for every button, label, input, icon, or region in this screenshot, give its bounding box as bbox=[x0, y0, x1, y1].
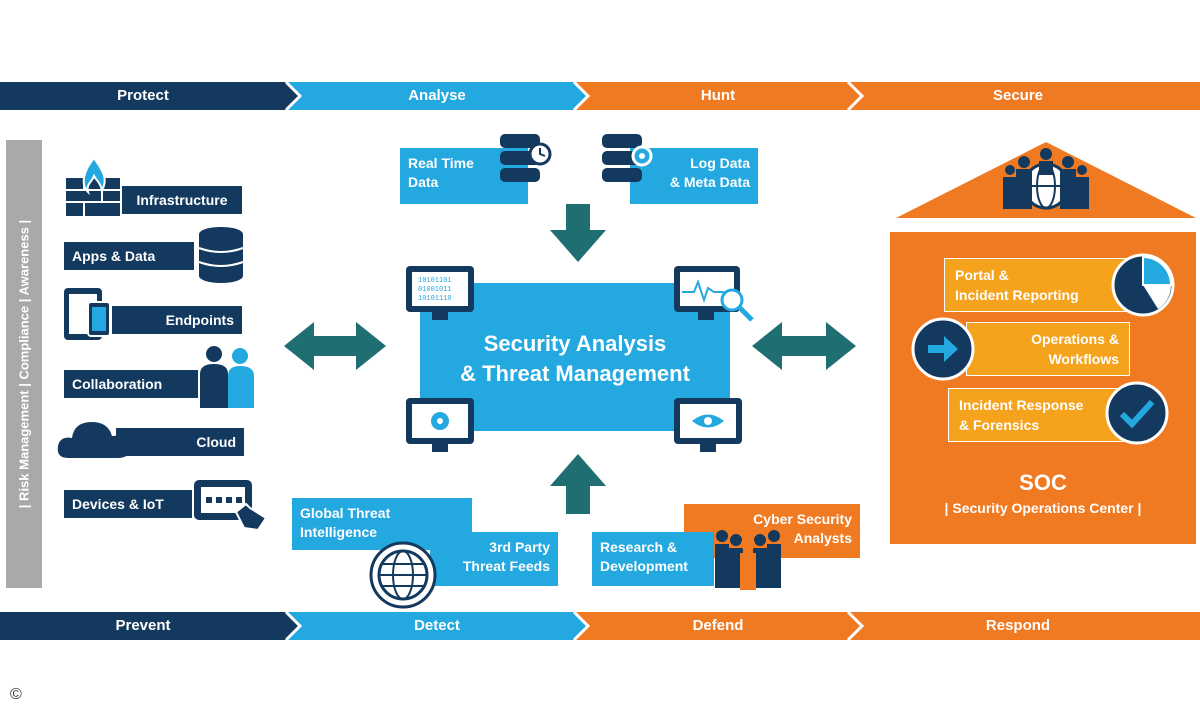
database-icon bbox=[198, 227, 244, 283]
soc-subtitle: | Security Operations Center | bbox=[944, 500, 1142, 516]
globe-icon bbox=[369, 541, 437, 609]
log-data-line-2: & Meta Data bbox=[669, 174, 750, 190]
chevron-prevent bbox=[0, 612, 300, 640]
bar-analyse: Analyse bbox=[408, 87, 466, 104]
cyber-analysts-line-2: Analysts bbox=[793, 530, 852, 546]
checkmark-circle-icon bbox=[1105, 381, 1169, 445]
bar-secure: Secure bbox=[992, 87, 1044, 104]
bar-protect: Protect bbox=[117, 87, 169, 104]
third-party-line-1: 3rd Party bbox=[489, 539, 550, 555]
bar-hunt: Hunt bbox=[700, 87, 736, 104]
svg-text:01001011: 01001011 bbox=[418, 286, 452, 294]
arrow-right-circle-icon bbox=[911, 317, 975, 381]
pie-chart-icon bbox=[1111, 253, 1175, 317]
copyright-symbol: © bbox=[10, 686, 22, 703]
analysts-group-icon bbox=[715, 530, 781, 590]
item-cloud: Cloud bbox=[116, 428, 244, 456]
soc-incident-response: Incident Response & Forensics bbox=[948, 388, 1124, 442]
cloud-icon bbox=[57, 422, 130, 458]
chevron-secure bbox=[848, 82, 1200, 110]
bar-respond: Respond bbox=[985, 617, 1051, 634]
chevron-detect bbox=[286, 612, 588, 640]
bar-detect: Detect bbox=[414, 617, 460, 634]
top-chevron-bar bbox=[0, 80, 1200, 112]
chevron-respond bbox=[848, 612, 1200, 640]
bottom-chevron-bar bbox=[0, 610, 1200, 642]
research-line-1: Research & bbox=[600, 539, 678, 555]
soc-operations: Operations & Workflows bbox=[966, 322, 1130, 376]
side-label-bar: | Risk Management | Compliance | Awarene… bbox=[6, 140, 42, 588]
soc-operations-line-1: Operations & bbox=[1031, 331, 1119, 347]
soc-incident-line-2: & Forensics bbox=[959, 417, 1040, 433]
side-label-text: | Risk Management | Compliance | Awarene… bbox=[16, 219, 32, 509]
soc-incident-line-1: Incident Response bbox=[959, 397, 1084, 413]
item-collaboration: Collaboration bbox=[64, 370, 198, 398]
real-time-line-1: Real Time bbox=[408, 155, 474, 171]
svg-text:10101101: 10101101 bbox=[418, 277, 452, 285]
svg-text:10101110: 10101110 bbox=[418, 295, 452, 303]
eye-monitor-icon bbox=[674, 398, 742, 452]
bar-defend: Defend bbox=[692, 617, 744, 634]
chevron-defend bbox=[574, 612, 862, 640]
item-devices-iot: Devices & IoT bbox=[64, 490, 192, 518]
bar-prevent: Prevent bbox=[115, 617, 171, 634]
input-log-data: Log Data & Meta Data bbox=[630, 148, 758, 204]
soc-portal: Portal & Incident Reporting bbox=[944, 258, 1136, 312]
item-infrastructure: Infrastructure bbox=[122, 186, 242, 214]
soc-portal-line-2: Incident Reporting bbox=[955, 287, 1079, 303]
down-arrow bbox=[550, 204, 606, 262]
input-research: Research & Development bbox=[592, 532, 714, 586]
log-data-line-1: Log Data bbox=[690, 155, 750, 171]
double-arrow-right bbox=[752, 322, 856, 370]
soc-operations-line-2: Workflows bbox=[1048, 351, 1119, 367]
item-apps-data: Apps & Data bbox=[64, 242, 194, 270]
research-line-2: Development bbox=[600, 558, 688, 574]
global-threat-line-1: Global Threat bbox=[300, 505, 391, 521]
binary-monitor-icon: 10101101 01001011 10101110 bbox=[406, 266, 474, 320]
chevron-hunt bbox=[574, 82, 862, 110]
firewall-icon bbox=[66, 156, 120, 216]
chevron-analyse bbox=[286, 82, 588, 110]
item-endpoints: Endpoints bbox=[112, 306, 242, 334]
up-arrow bbox=[550, 454, 606, 514]
cyber-analysts-line-1: Cyber Security bbox=[753, 511, 852, 527]
tablet-phone-icon bbox=[64, 288, 111, 340]
third-party-line-2: Threat Feeds bbox=[462, 558, 550, 574]
double-arrow-left bbox=[284, 322, 386, 370]
biohazard-monitor-icon bbox=[406, 398, 474, 452]
soc-portal-line-1: Portal & bbox=[955, 267, 1009, 283]
waveform-monitor-icon bbox=[674, 266, 754, 322]
database-gear-icon bbox=[602, 134, 653, 182]
chevron-protect bbox=[0, 82, 300, 110]
people-icon bbox=[200, 346, 254, 408]
input-third-party: 3rd Party Threat Feeds bbox=[430, 532, 558, 586]
database-clock-icon bbox=[500, 134, 552, 182]
center-title-line-2: & Threat Management bbox=[460, 361, 690, 386]
soc-title: SOC bbox=[1019, 470, 1067, 495]
real-time-line-2: Data bbox=[408, 174, 439, 190]
center-title-line-1: Security Analysis bbox=[483, 331, 667, 356]
soc-team-icon bbox=[1003, 148, 1089, 210]
device-touch-icon bbox=[194, 480, 268, 532]
global-threat-line-2: Intelligence bbox=[300, 524, 378, 540]
